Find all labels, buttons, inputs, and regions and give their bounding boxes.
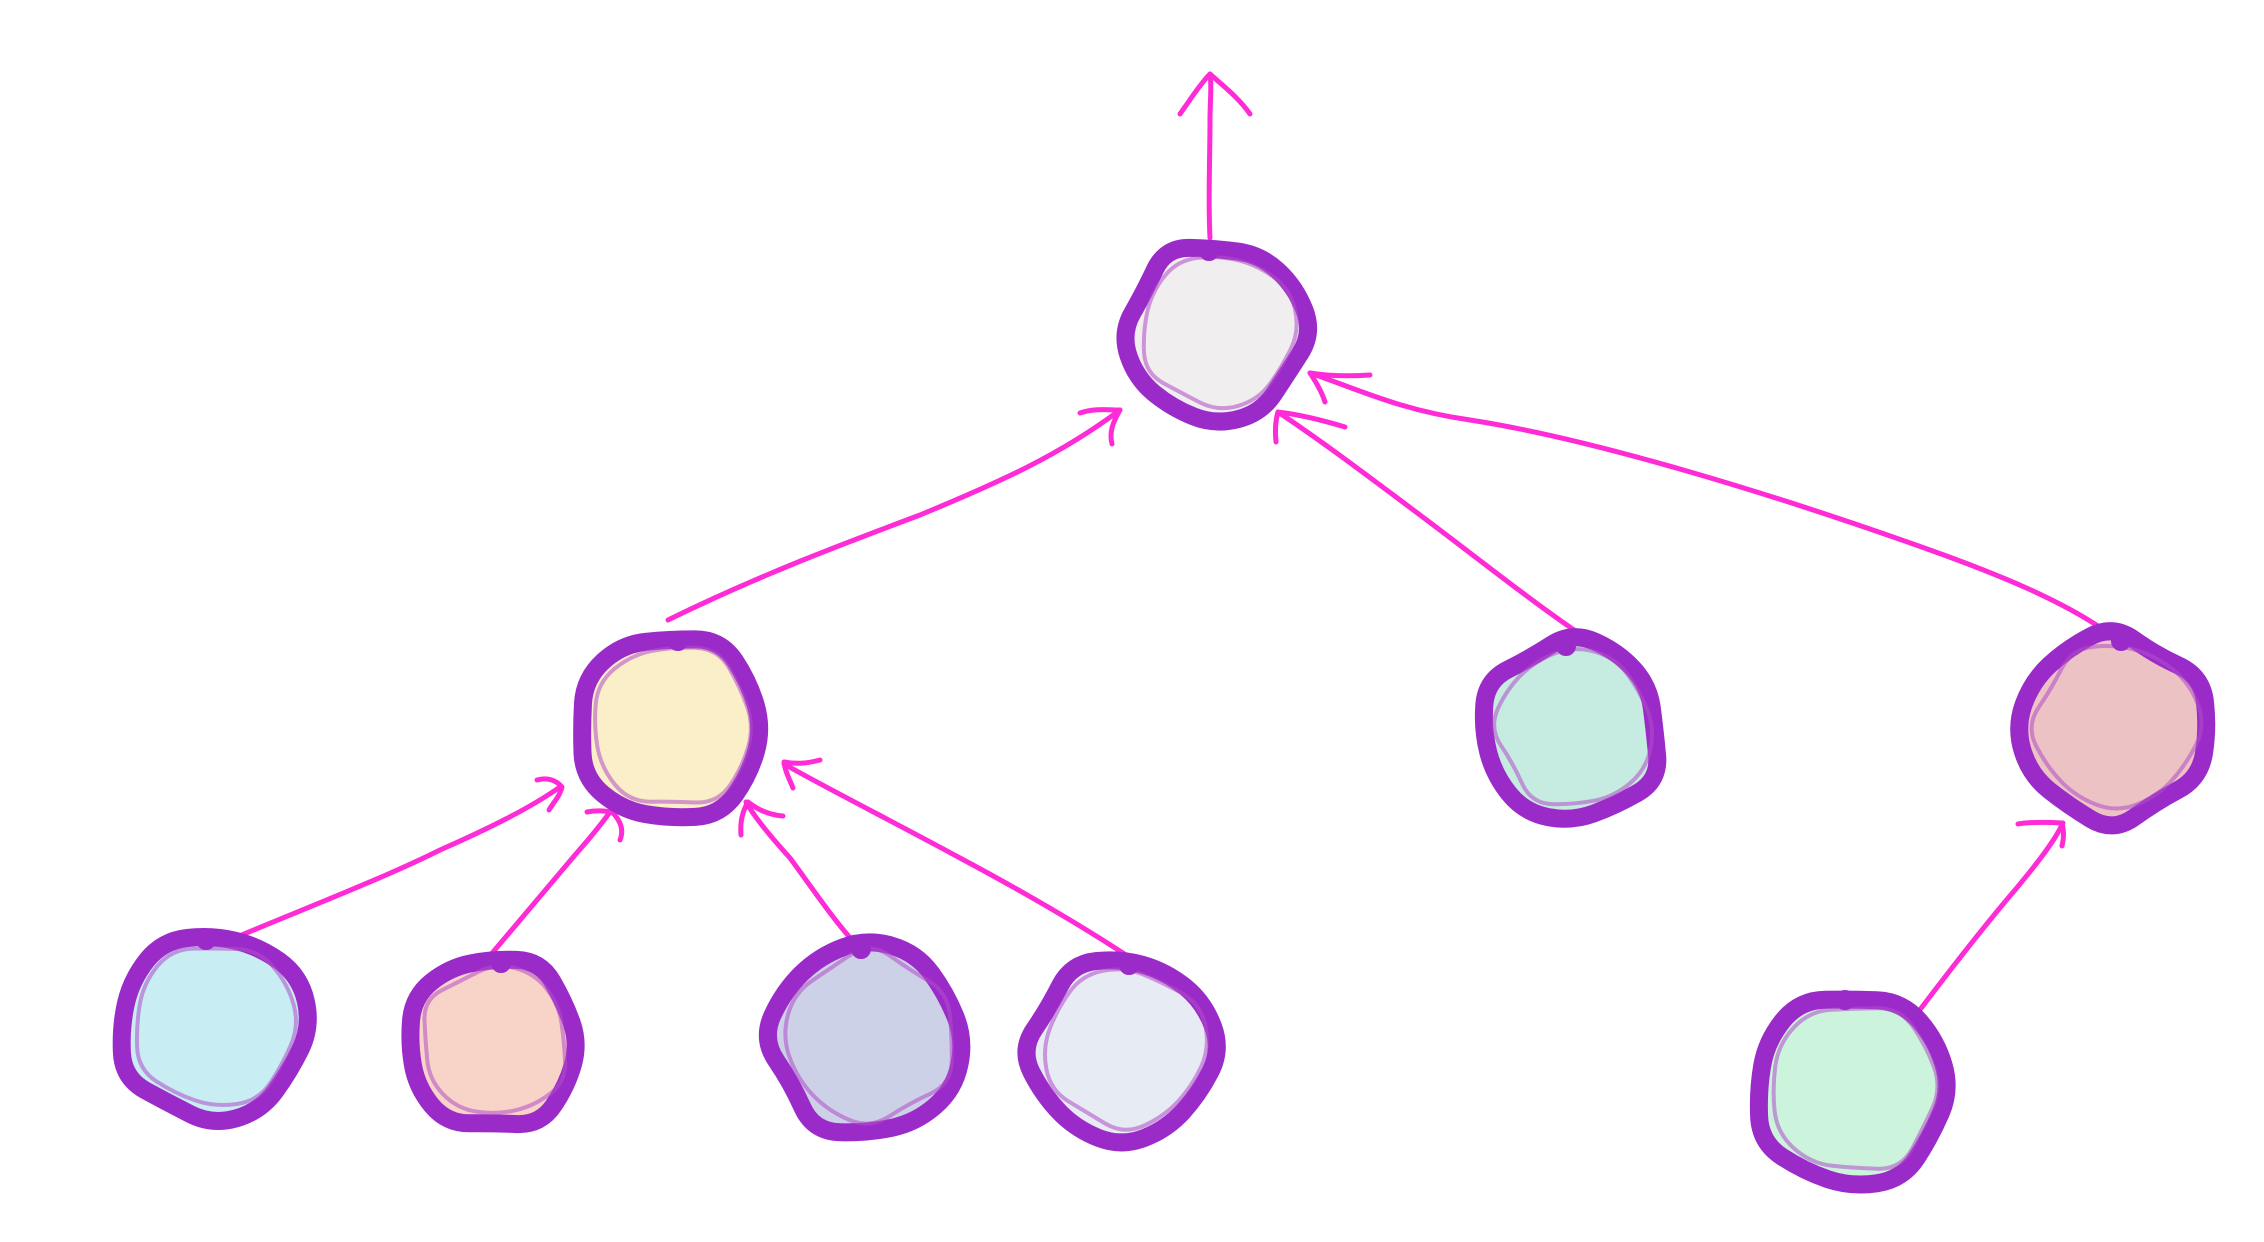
node-inner-stroke — [134, 946, 298, 1107]
edge-line — [743, 799, 855, 943]
root-output-arrowhead — [1177, 71, 1253, 117]
edge-arrowhead — [1307, 370, 1373, 405]
edge-arrowhead — [1077, 407, 1123, 447]
edge-line — [1913, 820, 2066, 1018]
edge-line — [215, 784, 563, 948]
node-inner-stroke — [2029, 644, 2204, 811]
node-anchor — [1199, 241, 1219, 261]
node-anchor — [2111, 631, 2131, 651]
node-inner-stroke — [422, 964, 568, 1115]
edge-line — [485, 809, 613, 961]
node-anchor — [1119, 955, 1139, 975]
nodes-layer — [112, 238, 2216, 1194]
node-circle — [2010, 622, 2216, 835]
edge-arrowhead — [1272, 409, 1348, 445]
edges-layer — [215, 71, 2107, 1018]
edge-arrowhead — [584, 808, 625, 843]
edge-line — [665, 407, 1123, 623]
edge-arrowhead — [2015, 819, 2066, 849]
edge-left-mid-to-root — [665, 407, 1123, 623]
tree-node-root — [1116, 238, 1318, 431]
edge-leaf-2-to-left-mid — [485, 808, 625, 961]
node-circle — [1474, 628, 1667, 828]
node-inner-stroke — [1141, 255, 1299, 411]
node-inner-stroke — [593, 645, 753, 805]
edge-line — [781, 761, 1129, 958]
node-anchor — [1835, 990, 1855, 1010]
edge-leaf-1-to-left-mid — [215, 776, 565, 948]
node-anchor — [668, 631, 688, 651]
node-circle — [573, 630, 769, 827]
edge-leaf-3-to-left-mid — [738, 799, 855, 943]
tree-node-left-mid — [573, 630, 769, 827]
tree-node-right-mid — [2010, 622, 2216, 835]
node-inner-stroke — [1771, 1006, 1940, 1171]
node-anchor — [851, 939, 871, 959]
node-circle — [758, 933, 971, 1142]
node-inner-stroke — [1043, 967, 1209, 1132]
node-anchor — [491, 953, 511, 973]
edge-right-mid-to-root — [1307, 370, 2107, 633]
edge-arrowhead — [534, 776, 565, 813]
root-output-arrow — [1177, 71, 1253, 241]
node-inner-stroke — [783, 946, 954, 1126]
tree-node-leaf-3 — [758, 933, 971, 1142]
node-anchor — [1556, 636, 1576, 656]
node-circle — [1116, 238, 1318, 431]
edge-arrowhead — [738, 799, 786, 838]
root-output-edge — [1206, 71, 1214, 241]
node-circle — [1749, 990, 1956, 1194]
node-circle — [112, 928, 317, 1130]
tree-node-leaf-1 — [112, 928, 317, 1130]
edge-center-mid-to-root — [1272, 409, 1580, 635]
node-circle — [1017, 951, 1226, 1152]
node-circle — [401, 950, 585, 1134]
tree-node-leaf-5 — [1749, 990, 1956, 1194]
edge-arrowhead — [781, 757, 823, 791]
node-anchor — [196, 930, 216, 950]
edge-line — [1275, 409, 1580, 635]
tree-node-center-mid — [1474, 628, 1667, 828]
tree-node-leaf-4 — [1017, 951, 1226, 1152]
edge-leaf-4-to-left-mid — [781, 757, 1129, 958]
tree-node-leaf-2 — [401, 950, 585, 1134]
edge-leaf-5-to-right-mid — [1913, 819, 2066, 1018]
edge-line — [1307, 370, 2107, 633]
node-inner-stroke — [1492, 647, 1654, 807]
